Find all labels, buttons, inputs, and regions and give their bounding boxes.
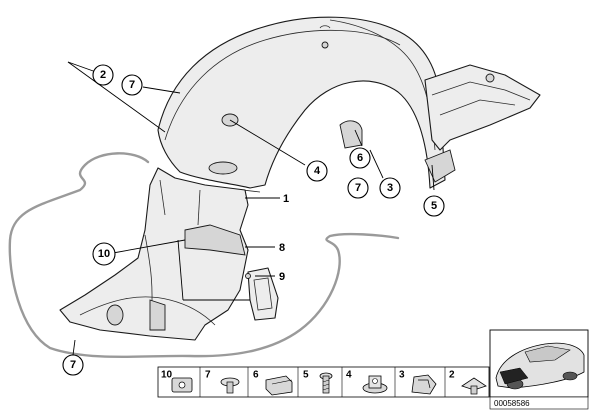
callout-2-label: 2: [100, 69, 106, 81]
callout-7-top: 7: [121, 74, 143, 96]
expanding-rivet-icon: [220, 377, 240, 394]
label-8: 8: [279, 242, 285, 254]
screw-icon: [319, 372, 333, 394]
fastener-strip: 10 7 6 5 4: [157, 366, 490, 398]
callout-7-top-label: 7: [129, 79, 135, 91]
plastic-nut-icon: [362, 375, 388, 394]
callout-6-label: 6: [357, 152, 363, 164]
spring-clip-icon: [411, 374, 437, 395]
strip-num-5: 5: [303, 370, 309, 381]
strip-num-4: 4: [346, 370, 352, 381]
callout-7-bottom: 7: [62, 354, 84, 376]
strip-num-6: 6: [253, 370, 259, 381]
document-number: 00058586: [494, 399, 530, 408]
callout-10-label: 10: [98, 248, 110, 260]
block-nut-icon: [265, 375, 293, 396]
callout-3-label: 3: [387, 182, 393, 194]
fastener-clip-icon: [171, 377, 193, 393]
push-clip-icon: [461, 377, 487, 395]
wheel-arch-liner-upper: [157, 16, 446, 193]
front-lower-liner: [59, 167, 249, 341]
strip-num-7: 7: [205, 370, 211, 381]
callout-3: 3: [379, 177, 401, 199]
callout-2: 2: [92, 64, 114, 86]
label-1: 1: [283, 193, 289, 205]
strip-num-2: 2: [449, 370, 455, 381]
callout-7-mid-label: 7: [355, 182, 361, 194]
callout-7-mid: 7: [347, 177, 369, 199]
callout-4-label: 4: [314, 165, 321, 177]
vehicle-location-thumbnail: [489, 329, 589, 398]
callout-6: 6: [349, 147, 371, 169]
strip-num-3: 3: [399, 370, 405, 381]
label-9: 9: [279, 271, 285, 283]
callout-7-bottom-label: 7: [70, 359, 76, 371]
rear-cover-panel: [424, 64, 541, 183]
strip-num-10: 10: [161, 370, 173, 381]
callout-4: 4: [306, 160, 328, 182]
callout-5-label: 5: [431, 200, 437, 212]
callout-5: 5: [423, 195, 445, 217]
highlight-scribble: [8, 152, 400, 359]
leader-lines: [67, 61, 435, 356]
callout-10: 10: [92, 242, 116, 266]
